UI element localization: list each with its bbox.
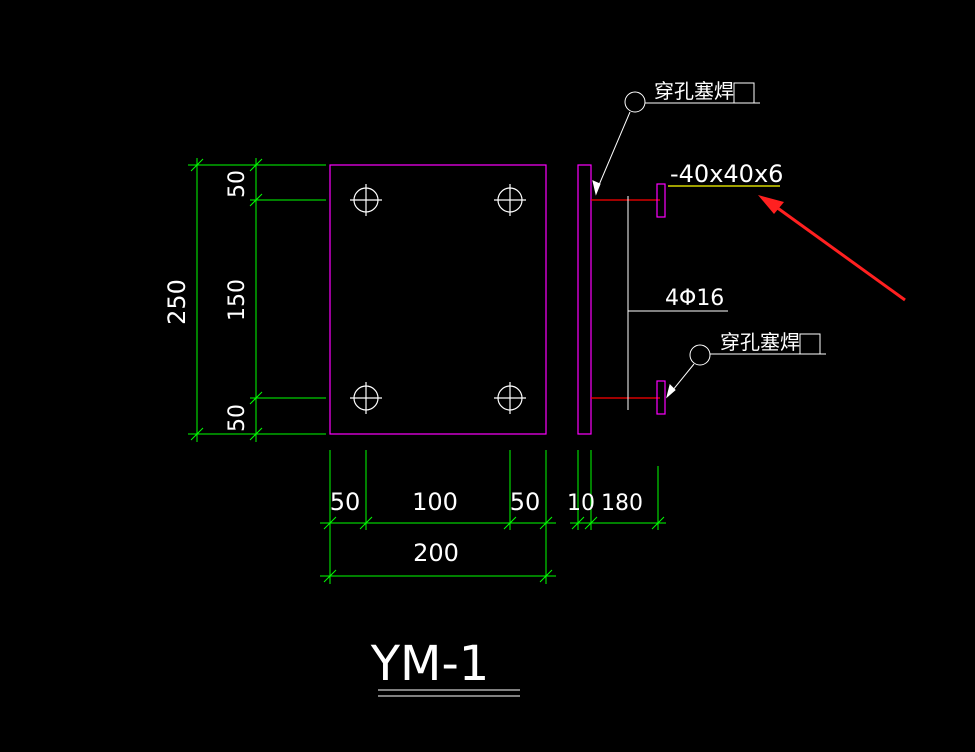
front-view-plate: [329, 164, 547, 435]
dim-bottom-total: 200: [413, 539, 459, 567]
dim-side-length: 180: [601, 491, 643, 516]
end-plate-bottom: [656, 380, 666, 415]
dim-bottom-c: 50: [510, 488, 541, 516]
red-annotation-arrow: [758, 195, 906, 302]
dim-bottom-b: 100: [412, 488, 458, 516]
dim-left-bottom: 50: [225, 404, 250, 432]
bolt-spec-label: 4Φ16: [665, 286, 724, 311]
side-plate-section: [577, 164, 592, 435]
dim-left-total: 250: [163, 279, 191, 325]
bottom-dimensions: [320, 450, 666, 584]
embed-plate-outline: [329, 164, 547, 435]
end-plate-top: [656, 183, 666, 218]
dim-bottom-a: 50: [330, 488, 361, 516]
plate-spec-label: -40x40x6: [670, 160, 783, 188]
left-dimensions: [188, 158, 326, 442]
bolt-hole: [494, 382, 526, 414]
dim-left-mid: 150: [225, 279, 250, 321]
side-view: [577, 164, 728, 435]
dim-side-plate: 10: [567, 491, 595, 516]
weld-symbol-bottom: [666, 333, 826, 399]
bolt-hole: [350, 184, 382, 216]
bolt-hole: [350, 382, 382, 414]
drawing-title: YM-1: [370, 636, 490, 692]
weld-symbol-top: [592, 82, 760, 196]
bolt-hole: [494, 184, 526, 216]
weld-note-top: 穿孔塞焊: [654, 79, 734, 103]
weld-note-bottom: 穿孔塞焊: [720, 330, 800, 354]
dim-left-top: 50: [225, 170, 250, 198]
